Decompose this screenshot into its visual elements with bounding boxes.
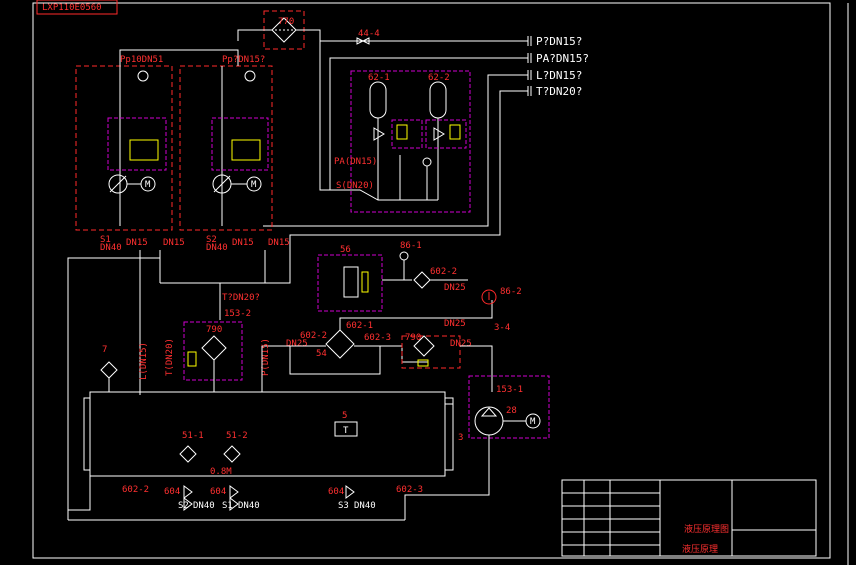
pump-unit-s1 bbox=[75, 65, 173, 231]
port-group: P?DN15? PA?DN15? L?DN15? T?DN20? bbox=[527, 35, 589, 98]
drawing-frame bbox=[32, 2, 831, 559]
svg-text:P?DN15?: P?DN15? bbox=[536, 35, 582, 48]
drawing-number-box bbox=[36, 0, 118, 15]
svg-text:602-2: 602-2 bbox=[122, 485, 149, 495]
svg-text:DN25: DN25 bbox=[444, 319, 466, 329]
svg-text:DN15: DN15 bbox=[126, 238, 148, 248]
svg-text:DN15: DN15 bbox=[268, 238, 290, 248]
svg-text:153-2: 153-2 bbox=[224, 309, 251, 319]
svg-text:62-2: 62-2 bbox=[428, 73, 450, 83]
svg-text:54: 54 bbox=[316, 349, 327, 359]
svg-text:DN40: DN40 bbox=[206, 243, 228, 253]
svg-text:DN25: DN25 bbox=[286, 339, 308, 349]
svg-text:86-1: 86-1 bbox=[400, 241, 422, 251]
svg-text:604: 604 bbox=[210, 487, 226, 497]
svg-text:28: 28 bbox=[506, 406, 517, 416]
valve-block-56 bbox=[317, 254, 383, 312]
svg-text:62-1: 62-1 bbox=[368, 73, 390, 83]
svg-text:604: 604 bbox=[328, 487, 344, 497]
svg-text:0.8M: 0.8M bbox=[210, 467, 232, 477]
svg-text:DN40: DN40 bbox=[354, 501, 376, 511]
svg-text:770: 770 bbox=[278, 17, 294, 27]
svg-text:DN40: DN40 bbox=[100, 243, 122, 253]
svg-text:51-2: 51-2 bbox=[226, 431, 248, 441]
svg-text:S(DN20): S(DN20) bbox=[336, 181, 374, 191]
svg-text:86-2: 86-2 bbox=[500, 287, 522, 297]
filter-54 bbox=[325, 329, 355, 359]
svg-text:DN25: DN25 bbox=[450, 339, 472, 349]
pressure-gauge-86-2 bbox=[481, 289, 497, 305]
title-block bbox=[561, 479, 817, 557]
svg-text:M: M bbox=[251, 180, 257, 190]
svg-text:PA?DN15?: PA?DN15? bbox=[536, 52, 589, 65]
return-filter-box bbox=[183, 321, 243, 381]
svg-text:液压原理图: 液压原理图 bbox=[684, 523, 729, 535]
svg-text:液压原理: 液压原理 bbox=[682, 543, 718, 555]
svg-text:DN40: DN40 bbox=[193, 501, 215, 511]
svg-text:DN25: DN25 bbox=[444, 283, 466, 293]
svg-text:790: 790 bbox=[405, 333, 421, 343]
svg-text:M: M bbox=[530, 417, 536, 427]
svg-text:3-4: 3-4 bbox=[494, 323, 510, 333]
svg-text:L?DN15?: L?DN15? bbox=[536, 69, 582, 82]
svg-text:T?DN20?: T?DN20? bbox=[536, 85, 582, 98]
svg-text:602-1: 602-1 bbox=[346, 321, 373, 331]
svg-text:PA(DN15): PA(DN15) bbox=[334, 157, 377, 167]
drawing-number: LXP110E0560 bbox=[42, 3, 102, 13]
svg-text:7: 7 bbox=[102, 345, 107, 355]
svg-text:Pp?DN15?: Pp?DN15? bbox=[222, 55, 265, 65]
main-pump-box bbox=[468, 375, 550, 439]
svg-text:P(DN15): P(DN15) bbox=[261, 338, 271, 376]
svg-text:56: 56 bbox=[340, 245, 351, 255]
svg-text:3: 3 bbox=[458, 433, 463, 443]
accumulator-left: 62-1 bbox=[368, 73, 423, 200]
svg-text:DN40: DN40 bbox=[238, 501, 260, 511]
svg-text:44-4: 44-4 bbox=[358, 29, 380, 39]
svg-text:T(DN20): T(DN20) bbox=[165, 338, 175, 376]
svg-text:602-2: 602-2 bbox=[300, 331, 327, 341]
svg-text:S2: S2 bbox=[206, 235, 217, 245]
svg-text:790: 790 bbox=[206, 325, 222, 335]
temperature-switch-7 bbox=[100, 361, 118, 379]
pump-unit-s2 bbox=[179, 65, 273, 231]
svg-text:S1: S1 bbox=[222, 501, 233, 511]
svg-text:51-1: 51-1 bbox=[182, 431, 204, 441]
accumulator-box bbox=[350, 70, 471, 213]
svg-text:T?DN20?: T?DN20? bbox=[222, 293, 260, 303]
svg-text:S3: S3 bbox=[338, 501, 349, 511]
accumulator-right: 62-2 bbox=[425, 73, 467, 200]
svg-text:602-2: 602-2 bbox=[430, 267, 457, 277]
svg-text:S2: S2 bbox=[178, 501, 189, 511]
svg-text:M: M bbox=[145, 180, 151, 190]
svg-text:602-3: 602-3 bbox=[396, 485, 423, 495]
svg-text:604: 604 bbox=[164, 487, 180, 497]
svg-text:DN15: DN15 bbox=[163, 238, 185, 248]
svg-text:S1: S1 bbox=[100, 235, 111, 245]
svg-text:DN15: DN15 bbox=[232, 238, 254, 248]
oil-tank bbox=[89, 391, 446, 477]
svg-text:L(DN15): L(DN15) bbox=[139, 342, 149, 380]
svg-text:5: 5 bbox=[342, 411, 347, 421]
svg-text:153-1: 153-1 bbox=[496, 385, 523, 395]
svg-text:602-3: 602-3 bbox=[364, 333, 391, 343]
svg-text:T: T bbox=[343, 426, 349, 436]
svg-text:Pp10DN51: Pp10DN51 bbox=[120, 55, 163, 65]
